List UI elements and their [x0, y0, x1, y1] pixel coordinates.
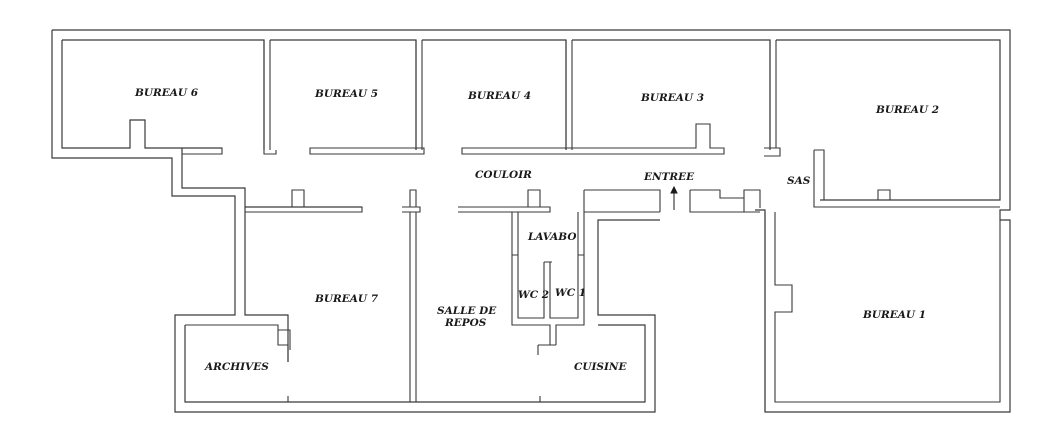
label-archives: ARCHIVES: [204, 361, 269, 373]
label-bureau-3: BUREAU 3: [640, 92, 704, 104]
archives-wall: [185, 324, 291, 362]
label-bureau-5: BUREAU 5: [314, 88, 378, 100]
label-salle-de-repos-1: SALLE DE: [437, 305, 497, 317]
entrance-arrow-icon: [670, 185, 678, 210]
label-bureau-1: BUREAU 1: [862, 309, 926, 321]
outer-wall-left-inner: [61, 40, 646, 403]
corridor-north-wall: [145, 123, 725, 155]
corridor-south-wall: [245, 189, 551, 213]
label-lavabo: LAVABO: [527, 231, 577, 243]
interior-walls: [145, 40, 1001, 412]
bureau1-west-wall: [764, 212, 1001, 412]
room-labels: BUREAU 6 BUREAU 5 BUREAU 4 BUREAU 3 BURE…: [134, 87, 939, 373]
sas-wall: [764, 40, 1000, 208]
label-bureau-4: BUREAU 4: [467, 90, 531, 102]
partition-b7-salle: [409, 212, 417, 402]
label-cuisine: CUISINE: [574, 361, 628, 373]
label-wc-1: WC 1: [555, 287, 586, 299]
label-bureau-7: BUREAU 7: [314, 293, 379, 305]
label-wc-2: WC 2: [518, 289, 549, 301]
label-bureau-2: BUREAU 2: [875, 104, 939, 116]
outer-wall-left: [51, 30, 660, 413]
bureau2-stub: [877, 189, 891, 200]
label-salle-de-repos-2: REPOS: [444, 317, 487, 329]
label-sas: SAS: [787, 175, 811, 187]
label-couloir: COULOIR: [475, 169, 532, 181]
wc-block: [511, 212, 585, 355]
label-bureau-6: BUREAU 6: [134, 87, 199, 99]
label-entree: ENTREE: [643, 171, 695, 183]
partition-b5-b4: [263, 40, 573, 150]
bottom-stubs: [287, 396, 541, 402]
